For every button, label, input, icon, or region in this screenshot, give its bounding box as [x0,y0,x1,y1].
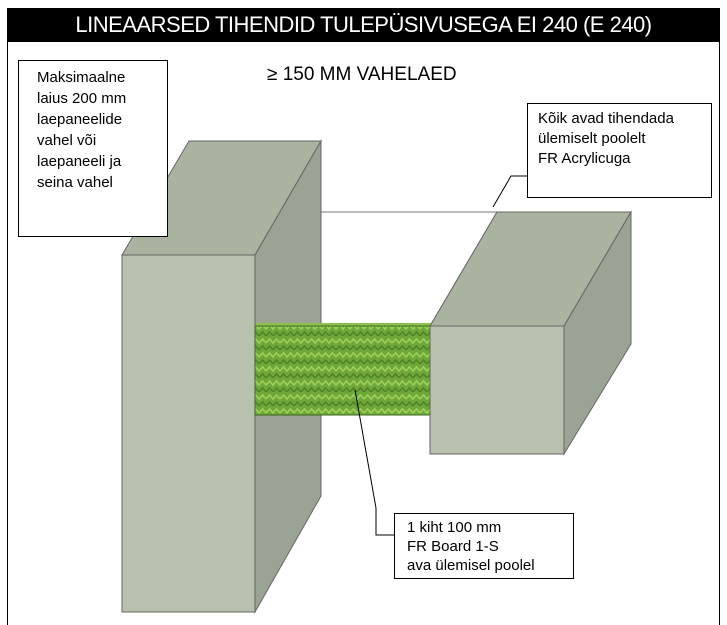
board-note-line: 1 kiht 100 mm [407,519,502,536]
width-note-line: Maksimaalne [37,69,126,86]
sealing-note-line: ülemiselt poolelt [538,130,646,147]
width-note-line: vahel või [37,132,97,149]
sealing-note-line: Kõik avad tihendada [538,110,674,127]
board-note-line: FR Board 1-S [407,538,499,555]
sealing-note: Kõik avad tihendada ülemiselt poolelt FR… [527,103,712,198]
width-note-line: seina vahel [37,174,113,191]
fire-board-top [255,323,432,326]
page-title: LINEAARSED TIHENDID TULEPÜSIVUSEGA EI 24… [7,8,720,42]
diagram-subtitle: ≥ 150 MM VAHELAED [267,64,457,85]
width-note: Maksimaalne laius 200 mm laepaneelide va… [18,60,168,237]
width-note-line: laepaneeli ja [37,153,122,170]
board-note-line: ava ülemisel poolel [407,557,535,574]
left-panel-front [121,254,256,613]
fire-board-front [254,325,431,416]
right-panel-front [429,325,565,455]
width-note-line: laepaneelide [37,111,123,128]
sealing-note-line: FR Acrylicuga [538,150,631,167]
bottom-note-leader [354,389,394,536]
right-note-leader [492,175,527,208]
width-note-line: laius 200 mm [37,90,127,107]
board-note: 1 kiht 100 mm FR Board 1-S ava ülemisel … [394,513,574,579]
